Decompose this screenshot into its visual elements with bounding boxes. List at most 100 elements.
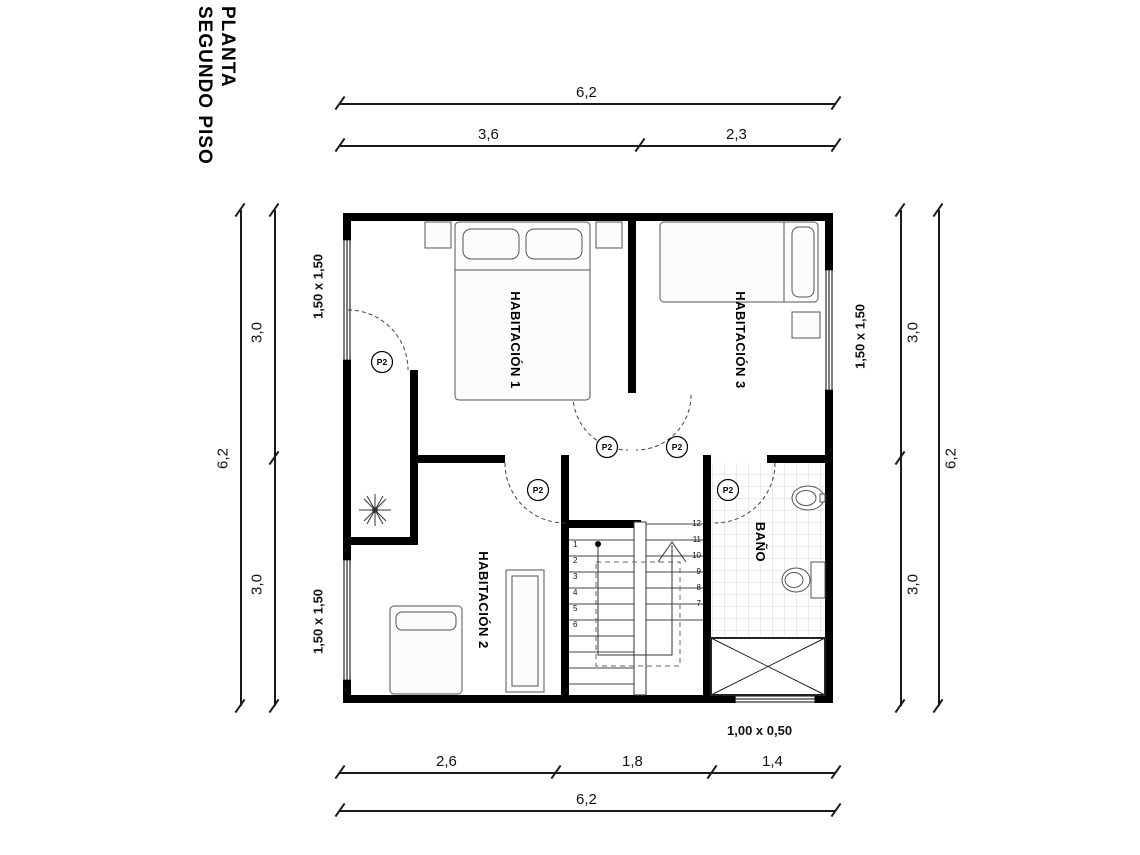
wall-segment <box>343 213 833 221</box>
stair-number: 12 <box>692 519 701 528</box>
room-labels: HABITACIÓN 1 HABITACIÓN 3 HABITACIÓN 2 B… <box>476 291 768 648</box>
dim-bottom-mid: 1,8 <box>622 753 643 770</box>
door-badge-label: P2 <box>533 485 544 495</box>
drawing-title-line1: PLANTA <box>217 6 238 88</box>
stair-number: 10 <box>692 551 701 560</box>
pillow <box>462 228 520 260</box>
dim-top-left: 3,6 <box>478 126 499 143</box>
dim-right-bottom: 3,0 <box>904 574 922 595</box>
bathroom-fixtures <box>781 485 826 599</box>
stair-number: 6 <box>573 620 578 629</box>
walls <box>343 213 833 703</box>
pillow <box>395 611 457 631</box>
dim-left-bottom: 3,0 <box>248 574 266 595</box>
faucet <box>819 493 826 503</box>
stair-headroom-dashed <box>595 561 681 667</box>
dim-left-total: 6,2 <box>214 448 232 469</box>
wall-segment <box>825 390 833 703</box>
wall-segment <box>561 455 569 695</box>
stair-stringer <box>633 521 647 696</box>
door-arc <box>635 394 692 451</box>
stair-break-symbol <box>657 541 687 563</box>
toilet-seat <box>784 572 804 588</box>
floor-plan: 1 2 3 4 5 6 12 11 10 9 8 7 P2 P2 P2 P2 <box>343 213 833 703</box>
stair-numbers: 1 2 3 4 5 6 12 11 10 9 8 7 <box>573 519 702 629</box>
nightstand <box>791 311 821 339</box>
window-line <box>825 270 827 390</box>
dim-bottom-left: 2,6 <box>436 753 457 770</box>
wall-segment <box>343 695 735 703</box>
window-line <box>735 698 815 700</box>
room-label-hab1: HABITACIÓN 1 <box>508 291 523 388</box>
wall-segment <box>628 221 636 393</box>
stair-number: 9 <box>697 567 702 576</box>
stair-treads-left <box>569 539 634 685</box>
dim-line-left-total <box>240 210 242 706</box>
window-cap <box>734 695 736 703</box>
door-badge-label: P2 <box>723 485 734 495</box>
dim-line-bottom-total <box>340 810 836 812</box>
window-label-right: 1,50 x 1,50 <box>852 303 868 370</box>
window-line <box>349 560 351 680</box>
nightstand <box>595 221 623 249</box>
stair-number: 1 <box>573 540 578 549</box>
window-label-bottom: 1,00 x 0,50 <box>727 723 793 738</box>
dim-right-top: 3,0 <box>904 322 922 343</box>
stair-number: 5 <box>573 604 578 613</box>
dim-line-right-total <box>938 210 940 706</box>
room-label-bano: BAÑO <box>753 522 768 562</box>
door-arcs <box>347 309 776 524</box>
stairs <box>569 521 703 696</box>
stair-walk-line <box>597 544 673 656</box>
drawing-title-line2: SEGUNDO PISO <box>194 6 216 165</box>
window-cap <box>825 389 833 391</box>
wall-segment <box>410 455 505 463</box>
stair-number: 11 <box>693 535 702 544</box>
drawing-title: PLANTA SEGUNDO PISO <box>190 6 238 206</box>
door-badge-label: P2 <box>602 442 613 452</box>
door-badge: P2 <box>526 478 550 502</box>
window-cap <box>343 559 351 561</box>
dim-bottom-total: 6,2 <box>576 791 597 808</box>
window-label-left-bottom: 1,50 x 1,50 <box>310 588 326 655</box>
dim-top-total: 6,2 <box>576 84 597 101</box>
window-line <box>343 560 345 680</box>
dim-line-top-segments <box>340 145 836 147</box>
wall-segment <box>825 213 833 270</box>
nightstand <box>424 221 452 249</box>
hab2-furniture <box>389 569 545 695</box>
window-cap <box>343 239 351 241</box>
hab1-furniture <box>424 221 623 401</box>
stair-number: 3 <box>573 572 578 581</box>
stair-treads-right <box>646 523 703 621</box>
wall-segment <box>343 537 418 545</box>
double-bed <box>454 221 591 401</box>
stair-number: 7 <box>697 599 702 608</box>
window-line <box>349 240 351 360</box>
pillow <box>525 228 583 260</box>
door-badge: P2 <box>595 435 619 459</box>
door-badge: P2 <box>665 435 689 459</box>
door-badge-label: P2 <box>377 357 388 367</box>
door-arc <box>572 394 629 451</box>
dim-line-top-total <box>340 103 836 105</box>
wall-segment <box>767 455 825 463</box>
plant-center <box>372 507 378 513</box>
window-cap <box>814 695 816 703</box>
wall-segment <box>343 360 351 560</box>
window-line <box>346 240 348 360</box>
single-bed <box>659 221 819 303</box>
windows <box>343 239 833 703</box>
door-badges: P2 P2 P2 P2 P2 <box>370 350 740 502</box>
dim-top-right: 2,3 <box>726 126 747 143</box>
shower-diagonal <box>710 637 826 696</box>
dim-left-top: 3,0 <box>248 322 266 343</box>
door-badge-label: P2 <box>672 442 683 452</box>
toilet-tank <box>810 561 826 599</box>
shower <box>710 637 826 696</box>
stair-start-dot <box>595 541 601 547</box>
hab3-furniture <box>659 221 821 339</box>
wall-segment <box>703 455 711 695</box>
window-line <box>831 270 833 390</box>
door-badge: P2 <box>370 350 394 374</box>
